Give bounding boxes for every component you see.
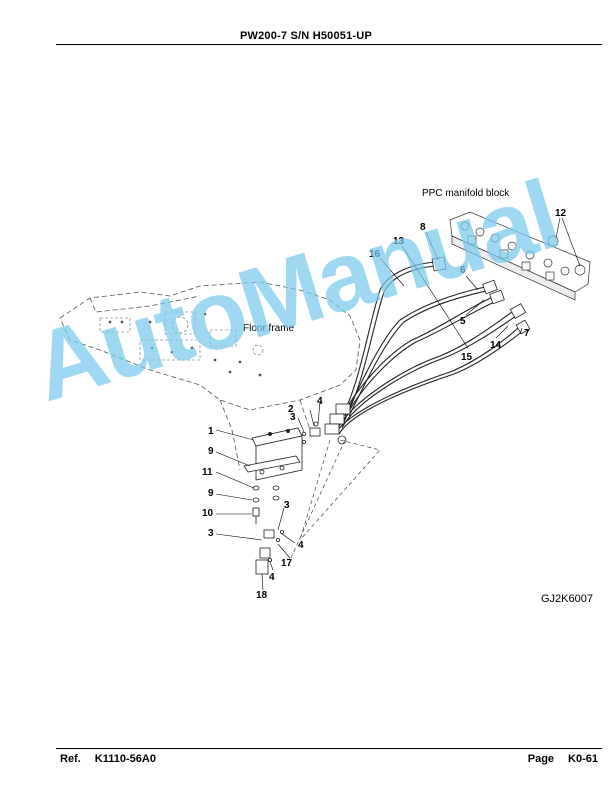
callout-7: 7 — [524, 328, 530, 339]
callout-11: 11 — [202, 467, 213, 478]
footer-divider — [56, 748, 602, 749]
callout-3a: 3 — [290, 412, 296, 423]
callout-5: 5 — [460, 316, 466, 327]
callout-14: 14 — [490, 340, 502, 351]
callout-2: 2 — [288, 404, 294, 415]
callout-9a: 9 — [208, 446, 214, 457]
ref-label: Ref. — [60, 753, 81, 765]
header-divider — [56, 44, 602, 45]
callout-4b: 4 — [298, 540, 304, 551]
page-title: PW200-7 S/N H50051-UP — [240, 30, 372, 42]
floor-frame-details — [99, 311, 264, 361]
hose-bundle — [334, 261, 525, 435]
bracket-assembly — [243, 427, 303, 481]
callout-10: 10 — [202, 508, 214, 519]
floor-frame-label: Floor frame — [243, 323, 295, 334]
page-number: K0-61 — [568, 753, 598, 765]
lower-fittings — [255, 529, 284, 575]
callout-numbers: 1 2 3 4 3 4 3 4 5 6 7 8 9 9 10 11 12 13 … — [202, 208, 567, 601]
callout-12: 12 — [555, 208, 567, 219]
callout-6: 6 — [460, 265, 466, 276]
callout-17: 17 — [281, 558, 293, 569]
callout-16: 16 — [369, 249, 381, 260]
callout-1: 1 — [208, 426, 214, 437]
hose-lower-fittings — [324, 403, 351, 445]
ref-code: K1110-56A0 — [94, 753, 156, 765]
page-label: Page — [527, 753, 555, 765]
callout-9b: 9 — [208, 488, 214, 499]
callout-4a: 4 — [317, 396, 323, 407]
footer-reference: Ref. K1110-56A0 — [60, 753, 156, 765]
footer-page: Page K0-61 — [528, 753, 598, 765]
hose-end-fittings — [431, 256, 531, 335]
callout-4c: 4 — [269, 572, 275, 583]
callout-18: 18 — [256, 590, 268, 601]
floor-frame-outline — [59, 281, 361, 471]
ppc-manifold-block — [449, 211, 591, 301]
fasteners — [252, 421, 321, 524]
callout-3b: 3 — [284, 500, 290, 511]
callout-15: 15 — [461, 352, 473, 363]
floor-frame-bolts — [108, 312, 262, 377]
callout-13: 13 — [393, 236, 405, 247]
figure-code: GJ2K6007 — [541, 593, 593, 605]
ppc-manifold-label: PPC manifold block — [422, 188, 510, 199]
callout-8: 8 — [420, 222, 426, 233]
callout-3c: 3 — [208, 528, 214, 539]
callout-leaders — [215, 217, 581, 591]
